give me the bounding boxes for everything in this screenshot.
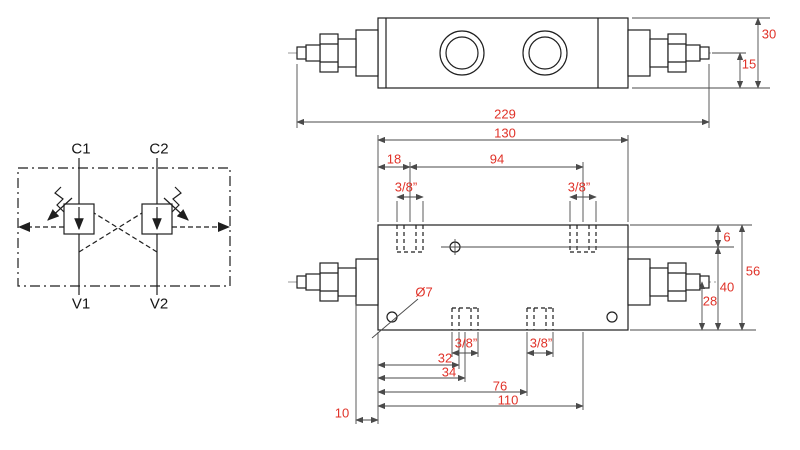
plan-right-fitting bbox=[627, 258, 710, 306]
plan-mount-hole-right bbox=[606, 311, 618, 323]
port-stems bbox=[78, 158, 158, 295]
valve1-adjust-arrow bbox=[47, 197, 73, 221]
dim-hole-to-bottom: 40 bbox=[719, 279, 735, 295]
port-label-v1: V1 bbox=[71, 295, 91, 313]
side-body-steps bbox=[385, 18, 599, 88]
side-body bbox=[377, 17, 629, 89]
dim-mount-hole-diameter: Ø7 bbox=[415, 284, 433, 300]
dim-thread-bottom-left: 3/8” bbox=[454, 335, 478, 351]
dim-bottom-110: 110 bbox=[497, 392, 519, 408]
dim-bottom-34: 34 bbox=[441, 364, 457, 380]
dim-overall-length: 229 bbox=[494, 106, 516, 122]
port-label-c1: C1 bbox=[71, 140, 91, 158]
dim-flange-offset: 10 bbox=[334, 405, 350, 421]
dim-thread-top-left: 3/8” bbox=[394, 179, 418, 195]
left-check-arrow bbox=[18, 222, 30, 232]
hole-dia-leader bbox=[371, 298, 419, 339]
valve2-spring bbox=[171, 186, 182, 213]
dim-bottom-76: 76 bbox=[492, 378, 508, 394]
dim-body-length: 130 bbox=[494, 125, 516, 141]
port-label-v2: V2 bbox=[149, 295, 169, 313]
dim-centerline-to-bottom: 28 bbox=[702, 293, 718, 309]
side-right-fitting bbox=[627, 29, 710, 77]
plan-view bbox=[288, 224, 716, 331]
dimension-lines bbox=[296, 17, 770, 424]
side-port2-inner bbox=[528, 36, 562, 70]
valve1-spring bbox=[54, 186, 65, 213]
dim-body-width: 56 bbox=[745, 263, 761, 279]
plan-left-fitting bbox=[296, 258, 379, 306]
dim-port-offset: 18 bbox=[386, 151, 402, 167]
side-view bbox=[288, 17, 716, 89]
dim-hole-offset-top: 6 bbox=[723, 229, 731, 245]
dim-height-total: 30 bbox=[761, 26, 777, 42]
hydraulic-schematic bbox=[17, 158, 231, 295]
pilot-lines bbox=[26, 212, 222, 253]
port-label-c2: C2 bbox=[149, 140, 169, 158]
dim-thread-bottom-right: 3/8” bbox=[529, 335, 553, 351]
right-check-arrow bbox=[218, 222, 230, 232]
plan-bottom-port-right bbox=[526, 307, 554, 330]
side-left-fitting bbox=[296, 29, 379, 77]
side-port1-inner bbox=[445, 36, 479, 70]
plan-bottom-port-left bbox=[451, 307, 479, 330]
dim-thread-top-right: 3/8” bbox=[567, 179, 591, 195]
valve2-adjust-arrow bbox=[163, 197, 189, 221]
dim-bottom-32: 32 bbox=[437, 350, 453, 366]
plan-body bbox=[377, 224, 629, 331]
dim-port-spacing: 94 bbox=[489, 151, 505, 167]
dim-height-half: 15 bbox=[741, 56, 757, 72]
